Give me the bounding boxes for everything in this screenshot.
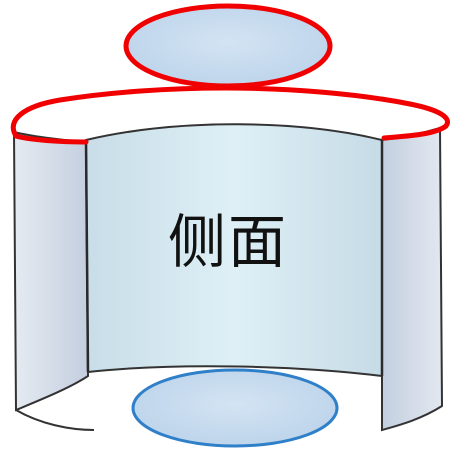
side-label: 侧面 <box>168 208 288 276</box>
left-curl-flap <box>12 130 90 412</box>
surface-left-edge <box>84 139 90 373</box>
left-flap-bottom-edge <box>15 409 95 431</box>
top-base-ellipse <box>123 3 333 89</box>
right-curl-flap <box>381 126 444 432</box>
bottom-base-ellipse <box>131 368 339 448</box>
